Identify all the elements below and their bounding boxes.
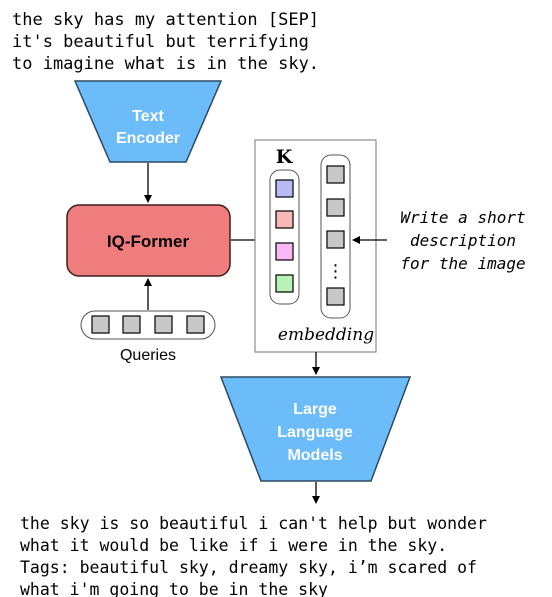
llm-label: Language: [277, 424, 353, 441]
instruction-line: description: [410, 231, 516, 250]
text-encoder-shape: [73, 80, 223, 163]
embedding-label: embedding: [278, 325, 374, 345]
output-text-line: what i'm going to be in the sky: [20, 580, 328, 597]
k-label: K: [276, 146, 294, 168]
output-text: the sky is so beautiful i can't help but…: [20, 514, 487, 597]
instruction-line: for the image: [400, 254, 525, 273]
output-text-line: what it would be like if i were in the s…: [20, 536, 447, 555]
embedding-panel: K ⋮ embedding: [254, 139, 377, 353]
iq-former-box: [66, 204, 231, 277]
query-token: [91, 315, 110, 334]
input-text-line: it's beautiful but terrifying: [12, 32, 309, 52]
k-slot-green: [275, 274, 294, 293]
query-token: [154, 315, 173, 334]
instruction-text: Write a short description for the image: [400, 208, 525, 273]
queries-container: [80, 310, 216, 340]
input-text: the sky has my attention [SEP] it's beau…: [12, 10, 319, 74]
embedding-token: [326, 287, 345, 306]
output-text-line: the sky is so beautiful i can't help but…: [20, 514, 487, 533]
embedding-token: [326, 165, 345, 184]
text-encoder-label: Encoder: [116, 130, 180, 147]
queries-label: Queries: [120, 347, 176, 364]
query-token: [122, 315, 141, 334]
text-encoder: Text Encoder: [73, 80, 223, 163]
k-slot-pink: [275, 242, 294, 261]
query-token: [186, 315, 205, 334]
embedding-token: [326, 230, 345, 249]
llm-shape: [219, 376, 412, 482]
input-text-line: the sky has my attention [SEP]: [12, 10, 319, 30]
iq-former: IQ-Former: [66, 204, 231, 277]
queries: Queries: [80, 310, 216, 364]
k-column: [269, 169, 300, 305]
iq-former-label: IQ-Former: [107, 232, 190, 251]
text-encoder-label: Text: [132, 108, 164, 125]
llm: Large Language Models: [219, 376, 412, 482]
k-slot-purple: [275, 179, 294, 198]
llm-label: Large: [293, 401, 337, 418]
llm-label: Models: [287, 447, 342, 464]
output-text-line: Tags: beautiful sky, dreamy sky, i’m sca…: [20, 558, 477, 577]
input-text-line: to imagine what is in the sky.: [12, 54, 319, 74]
embedding-token: [326, 198, 345, 217]
instruction-line: Write a short: [400, 208, 525, 227]
k-slot-red: [275, 210, 294, 229]
embedding-ellipsis: ⋮: [327, 261, 345, 281]
